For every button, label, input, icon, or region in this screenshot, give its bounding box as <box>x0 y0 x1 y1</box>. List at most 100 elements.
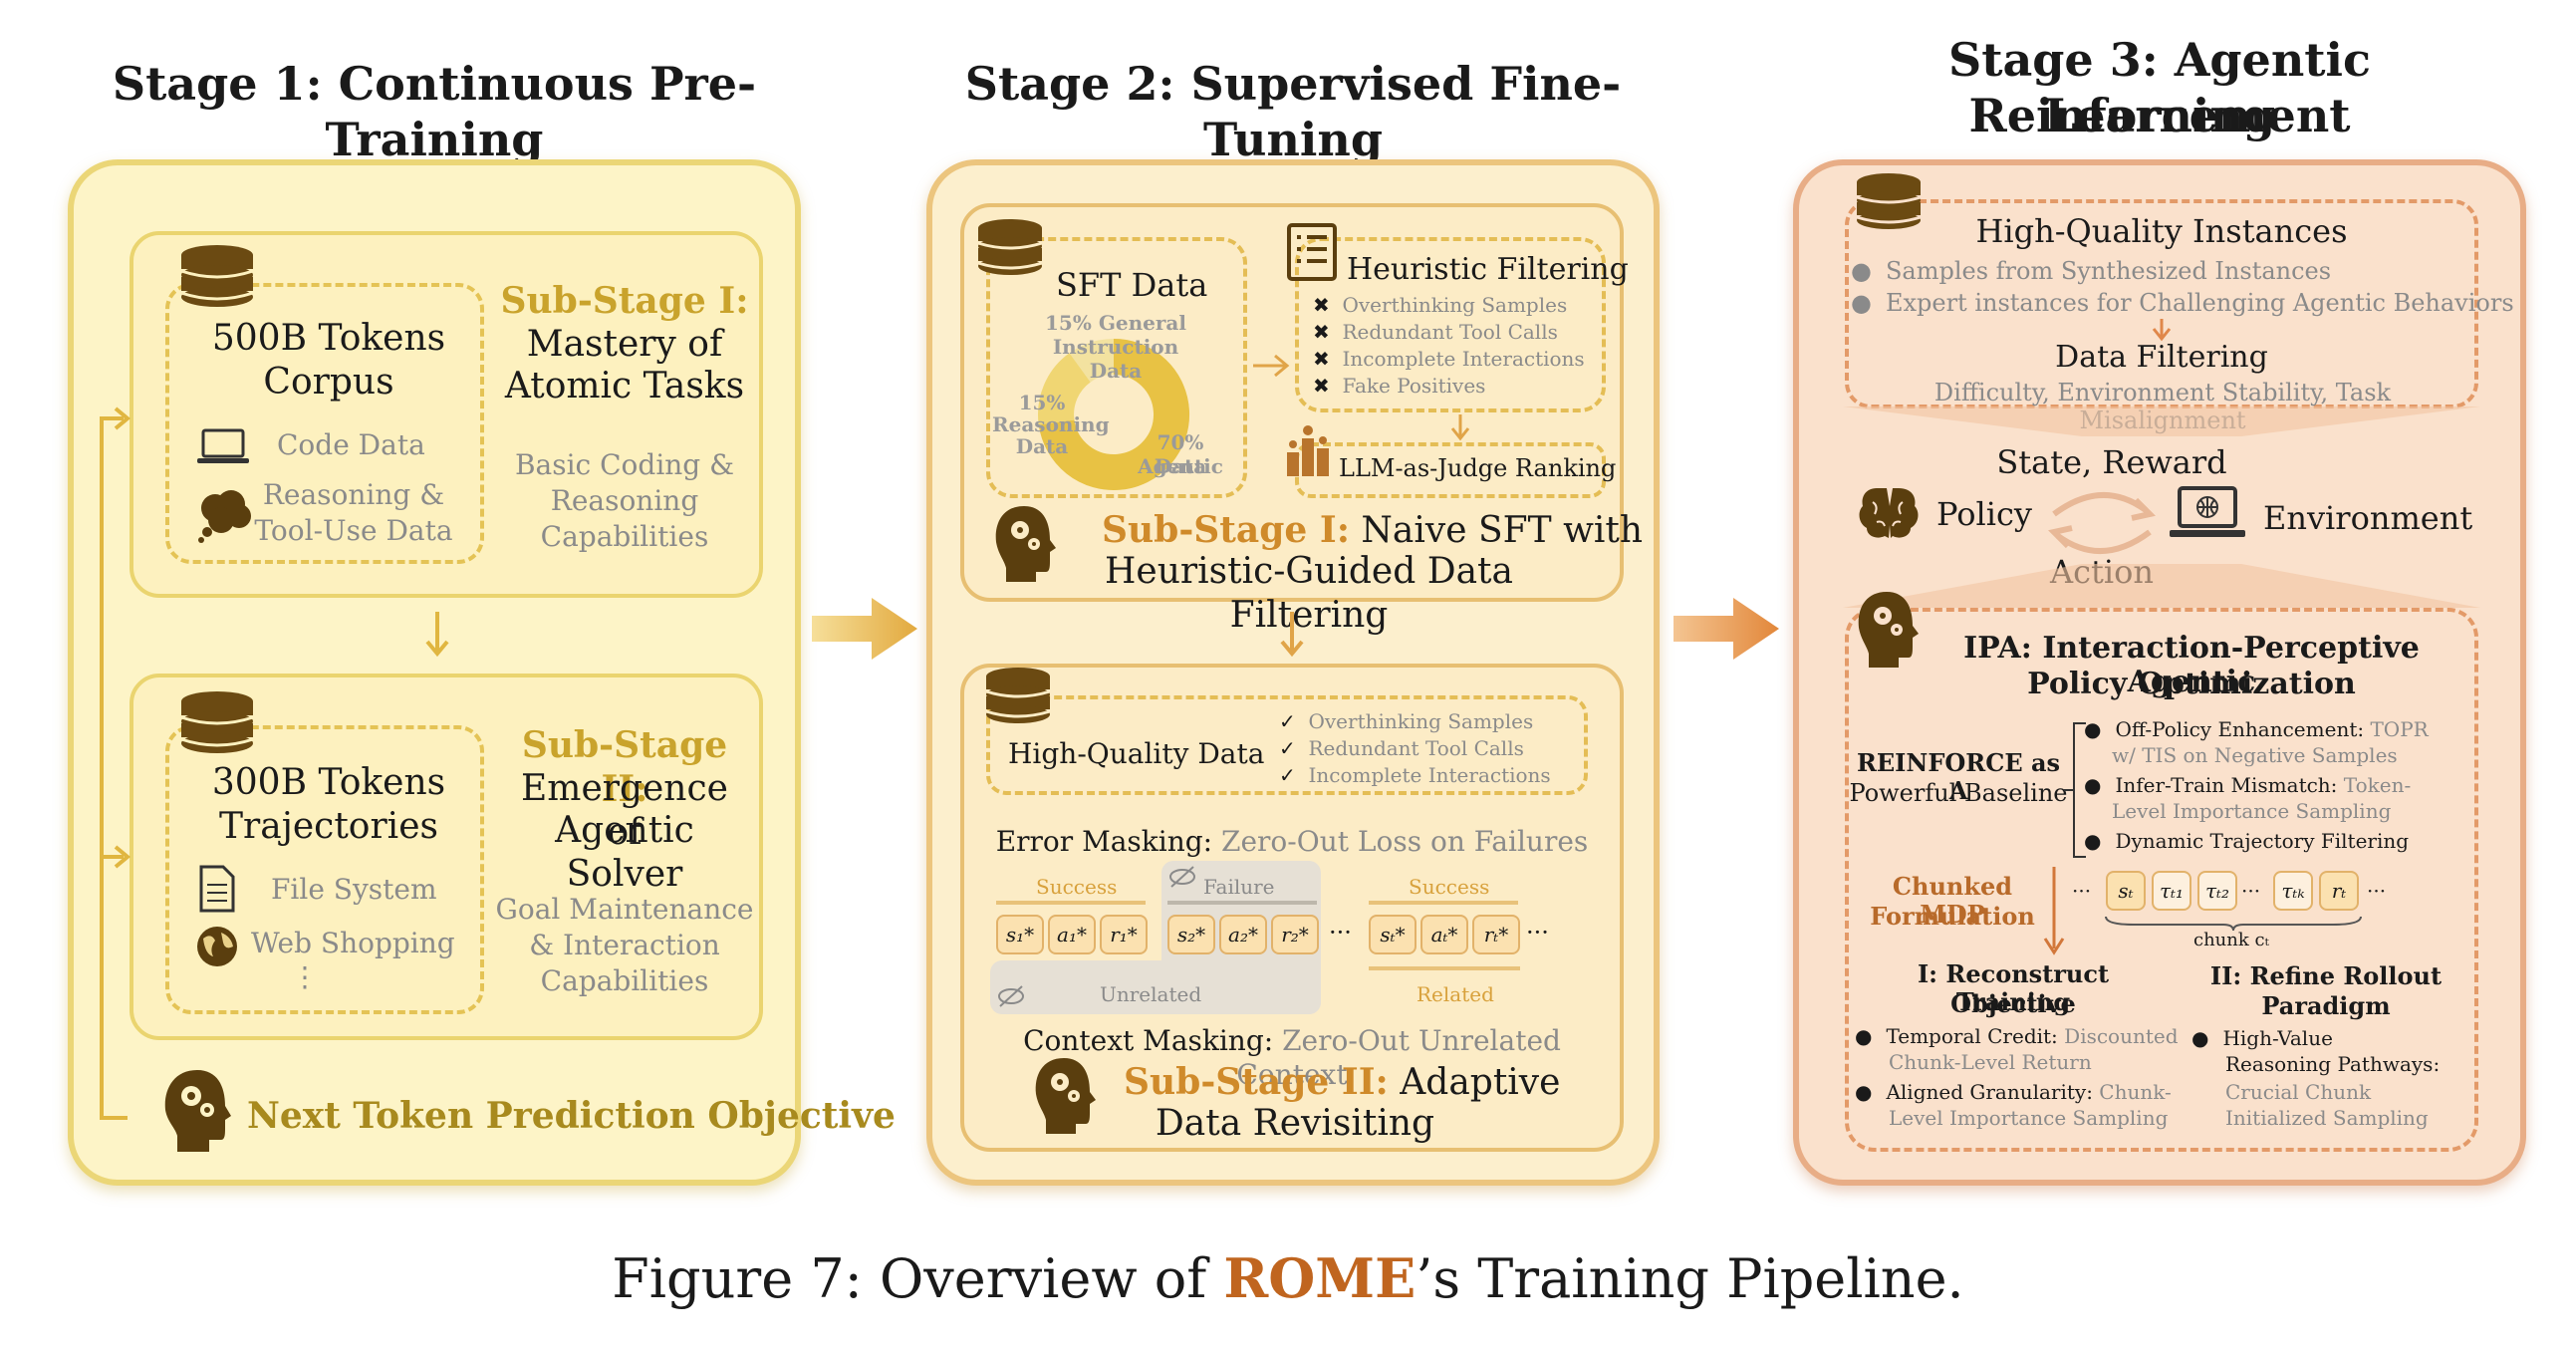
stage2-substage1-rest: Naive SFT with <box>1349 510 1644 551</box>
chunk-brace <box>2105 916 2362 932</box>
enhancement-1-value: TOPR <box>2364 717 2429 741</box>
ranking-bars-icon <box>1287 425 1329 476</box>
data-filtering-title: Data Filtering <box>2055 340 2268 375</box>
ipa-title-line1: IPA: Interaction-Perceptive Agentic <box>1963 631 2420 699</box>
substage2-label: Sub-Stage II: <box>521 724 728 810</box>
code-data-label: Code Data <box>277 428 425 461</box>
hq-item-1: ✓ Redundant Tool Calls <box>1279 736 1524 760</box>
rollout-item-line2: Reasoning Pathways: <box>2225 1052 2441 1076</box>
policy-label: Policy <box>1936 495 2032 533</box>
caption-suffix: ’s Training Pipeline. <box>1416 1247 1964 1310</box>
next-token-objective: Next Token Prediction Objective <box>247 1095 896 1137</box>
down-arrow-icon <box>425 612 449 658</box>
down-arrow-icon <box>1450 414 1470 441</box>
head-gears-icon <box>995 506 1056 582</box>
donut-label-general-line2: Instruction Data <box>1052 335 1179 383</box>
stage2-title: Stage 2: Supervised Fine-Tuning <box>964 57 1622 166</box>
stage2-substage2-title-line1: Sub-Stage II: Adaptive <box>1124 1060 1560 1105</box>
heuristic-item-3: ✖ Fake Positives <box>1313 374 1485 398</box>
corpus-500b-dashed-box <box>165 283 484 564</box>
down-arrow-icon <box>2152 319 2172 342</box>
donut-label-reasoning-line1: 15% <box>1018 391 1066 414</box>
database-icon <box>985 668 1051 723</box>
ellipsis-after-cells: ··· <box>1526 919 1549 947</box>
cell-at: aₜ* <box>1420 915 1468 954</box>
reinforce-line1-text: REINFORCE as A <box>1856 748 2061 805</box>
donut-label-agentic-line2: Data <box>1154 454 1207 478</box>
substage2-capability-line2: & Interaction <box>529 929 720 961</box>
hq-instance-item-0: Samples from Synthesized Instances <box>1851 257 2331 285</box>
hq-instance-item-1: Expert instances for Challenging Agentic… <box>1851 289 2514 317</box>
corpus-300b-line2: Trajectories <box>219 806 438 847</box>
objective-item-2-value: Chunk- <box>2092 1080 2172 1104</box>
unrelated-label: Unrelated <box>1100 982 1202 1006</box>
donut-label-general-line1: 15% General <box>1045 311 1186 335</box>
hq-item-0-label: Overthinking Samples <box>1308 709 1534 733</box>
laptop-icon <box>197 428 249 463</box>
checkmark-icon: ✓ <box>1279 709 1296 733</box>
stage3-title-line2: Learning <box>2043 89 2276 142</box>
reinforce-line1: REINFORCE as A <box>1849 749 2068 805</box>
llm-judge-label: LLM-as-Judge Ranking <box>1339 454 1617 482</box>
chunk-cell-tau2: τₜ₂ <box>2197 871 2237 911</box>
right-arrow-icon <box>1253 354 1290 378</box>
reinforce-line2: Powerful Baseline <box>1849 779 2068 807</box>
stage2-substage1-prefix: Sub-Stage I: <box>1102 509 1350 551</box>
stage2-substage1-title-line1: Sub-Stage I: Naive SFT with <box>1102 508 1643 553</box>
enhancement-1-line2: w/ TIS on Negative Samples <box>2112 743 2398 767</box>
rollout-title-line1: II: Refine Rollout <box>2209 961 2443 990</box>
success-label-2: Success <box>1409 875 1490 899</box>
substage2-capability-line3: Capabilities <box>540 964 709 997</box>
sft-donut-chart <box>1038 339 1189 490</box>
rollout-item-line4: Initialized Sampling <box>2225 1106 2429 1130</box>
substage1-goal-line2: Atomic Tasks <box>504 366 745 406</box>
substage1-capability-line3: Capabilities <box>540 520 709 553</box>
cell-r1: r₁* <box>1100 915 1148 954</box>
hq-item-2: ✓ Incomplete Interactions <box>1279 763 1551 787</box>
success-bracket-1 <box>996 901 1146 905</box>
down-arrow-icon <box>1280 612 1304 658</box>
substage1-goal-line1: Mastery of <box>526 324 723 365</box>
corpus-300b-dashed-box <box>165 725 484 1014</box>
reasoning-data-line2: Tool-Use Data <box>254 514 453 547</box>
feedback-loop-arrow <box>100 406 131 1120</box>
substage2-goal-line1: Emergence of <box>521 768 728 853</box>
substage2-goal-line2: Agentic Solver <box>555 810 694 895</box>
more-items-ellipsis: ⋮ <box>291 960 319 993</box>
chunked-mdp-line2: Formulation <box>1870 902 2035 931</box>
error-masking-line: Error Masking: Zero-Out Loss on Failures <box>966 825 1618 859</box>
ipa-dashed-box <box>1845 608 2478 1152</box>
environment-label: Environment <box>2263 499 2473 537</box>
state-reward-label: State, Reward <box>1996 443 2227 481</box>
rollout-item-line1: High-Value <box>2191 1026 2332 1050</box>
heuristic-filtering-title: Heuristic Filtering <box>1347 252 1629 287</box>
donut-label-reasoning-line2: Reasoning <box>992 412 1110 436</box>
objective-item-2-line2: Level Importance Sampling <box>1889 1106 2169 1130</box>
hq-item-0: ✓ Overthinking Samples <box>1279 709 1533 733</box>
cell-rt: rₜ* <box>1472 915 1520 954</box>
heuristic-item-1: ✖ Redundant Tool Calls <box>1313 320 1558 344</box>
substage1-capability-line2: Reasoning <box>550 484 699 517</box>
enhancement-3: Dynamic Trajectory Filtering <box>2084 829 2409 853</box>
cross-icon: ✖ <box>1313 374 1330 398</box>
stage1-substage1-box <box>129 231 763 598</box>
chunk-label: chunk cₜ <box>2192 930 2269 950</box>
head-gears-icon <box>1858 592 1919 668</box>
stage2-substage1-title-line2: Heuristic-Guided Data Filtering <box>1105 551 1513 636</box>
corpus-500b-line2: Corpus <box>263 362 394 403</box>
objective-item-1-line2: Chunk-Level Return <box>1889 1050 2092 1074</box>
objective-item-2-label: Aligned Granularity: <box>1886 1080 2093 1104</box>
error-masking-desc: Zero-Out Loss on Failures <box>1212 825 1589 858</box>
funnel-shade-2 <box>1843 564 2480 608</box>
hq-item-1-label: Redundant Tool Calls <box>1308 736 1524 760</box>
chunk-ellipsis-start: ··· <box>2072 879 2092 903</box>
objective-item-1-label: Temporal Credit: <box>1886 1024 2058 1048</box>
enhancement-2-value: Token- <box>2337 773 2412 797</box>
database-icon <box>977 219 1043 275</box>
stage2-to-stage3-arrow <box>1674 598 1779 660</box>
stage1-to-stage2-arrow <box>812 598 917 660</box>
corpus-500b-line1: 500B Tokens <box>211 318 446 359</box>
related-label: Related <box>1417 982 1494 1006</box>
eye-off-icon <box>998 985 1024 1007</box>
head-gears-icon <box>1035 1058 1096 1134</box>
